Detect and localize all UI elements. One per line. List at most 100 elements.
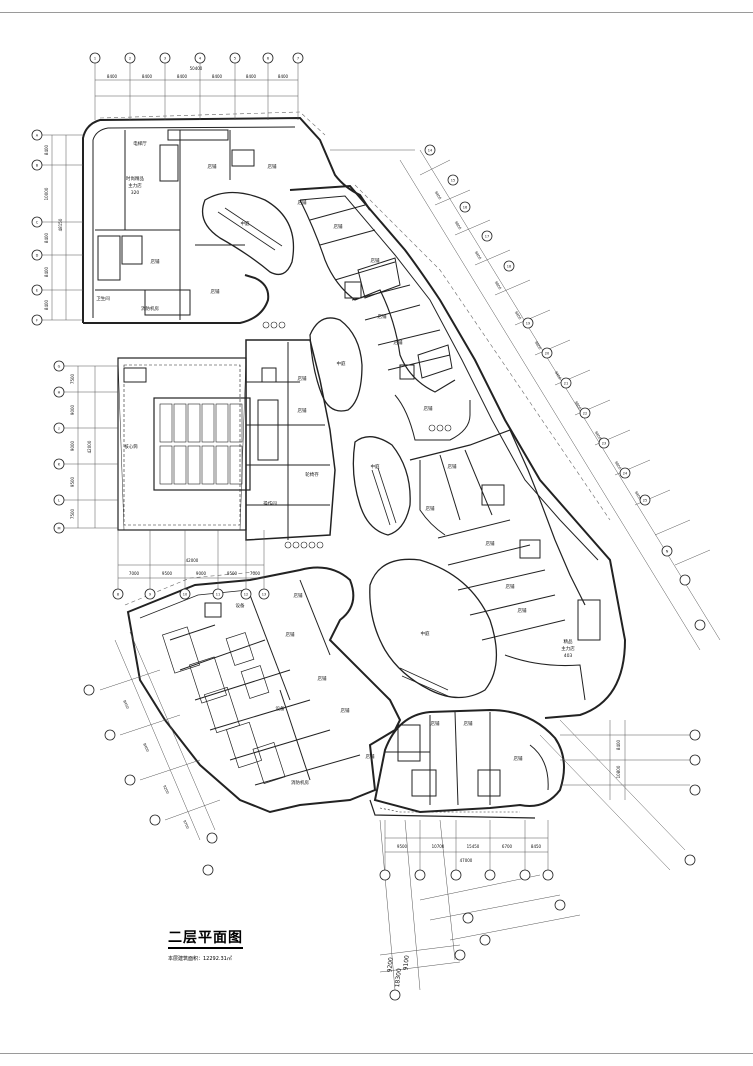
- dimension-east-diag: 9800: [454, 221, 463, 231]
- room-label: 店铺: [366, 753, 375, 760]
- dimension-east-diag: 9400: [514, 311, 523, 321]
- room-label: 时尚精品: [126, 175, 144, 182]
- dimension-left: 8400: [44, 144, 49, 155]
- dimension-east: 8400: [616, 739, 621, 750]
- room-label: 店铺: [211, 288, 220, 295]
- dimension-east-diag: 9400: [594, 431, 603, 441]
- axis-label: G: [58, 365, 61, 369]
- area-note: 本层建筑面积：12292.31㎡: [168, 956, 232, 962]
- room-label: 店铺: [334, 223, 343, 230]
- dimension-span: 6700: [502, 844, 513, 849]
- axis-label: 5: [234, 57, 236, 61]
- room-label: 店铺: [341, 707, 350, 714]
- dimension-overall-bottom: 47000: [460, 858, 473, 863]
- axis-label: 20: [545, 352, 549, 356]
- dimension-c-vertical: 9000: [70, 404, 75, 415]
- room-label: 320: [131, 190, 140, 196]
- room-label: 店铺: [426, 505, 435, 512]
- dimension-east-diag: 9800: [534, 341, 543, 351]
- axis-label: 24: [623, 472, 628, 476]
- dimension-c-vertical: 7500: [70, 373, 75, 384]
- dimension-span: 8400: [278, 74, 289, 79]
- dimension-span: 8400: [212, 74, 223, 79]
- axis-label: 13: [262, 593, 266, 597]
- dimension-overall-c: 42000: [186, 558, 199, 563]
- room-label: 消防机房: [291, 779, 309, 786]
- room-label: 设备: [236, 602, 245, 609]
- axis-label: E: [36, 289, 38, 293]
- axis-label: 25: [643, 499, 647, 503]
- axis-label: B: [36, 164, 39, 168]
- axis-label: 10: [183, 593, 187, 597]
- room-label: 设备: [276, 705, 285, 712]
- dimension-south: 9100: [402, 955, 411, 971]
- bottom-border-line: [0, 1053, 753, 1054]
- axis-label: 2: [129, 57, 131, 61]
- dimension-east-diag: 9800: [614, 461, 623, 471]
- axis-label: 21: [564, 382, 568, 386]
- dimension-span: 9000: [196, 571, 207, 576]
- room-label: 店铺: [298, 199, 307, 206]
- axis-label: 11: [216, 593, 220, 597]
- room-label: 卫生间: [96, 295, 110, 302]
- room-label: 店铺: [394, 339, 403, 346]
- axis-label: 3: [164, 57, 166, 61]
- room-label: 操作间: [263, 500, 277, 507]
- room-label: 中庭: [241, 220, 250, 227]
- axis-label: 19: [526, 322, 530, 326]
- room-label: 店铺: [518, 607, 527, 614]
- dimension-left: 8400: [44, 266, 49, 277]
- room-label: 店铺: [506, 583, 515, 590]
- dimension-east: 10800: [616, 765, 621, 778]
- room-label: 店铺: [208, 163, 217, 170]
- room-label: 中庭: [371, 463, 380, 470]
- dimension-east-diag: 9800: [574, 401, 583, 411]
- dimension-c-vertical-overall: 42000: [87, 440, 92, 453]
- axis-label: 9: [149, 593, 151, 597]
- dimension-span: 8400: [107, 74, 118, 79]
- dimension-east-diag: 9400: [634, 491, 643, 501]
- dimension-span: 15450: [467, 844, 480, 849]
- room-label: 店铺: [298, 375, 307, 382]
- axis-label: A: [36, 134, 39, 138]
- axis-label: 4: [199, 57, 202, 61]
- dimension-left: 8400: [44, 299, 49, 310]
- axis-label: 18: [507, 265, 511, 269]
- dimension-east-diag: 9400: [434, 191, 443, 201]
- room-label: 中庭: [337, 360, 346, 367]
- dimension-east-diag: 9400: [474, 251, 483, 261]
- dimension-west-diag: 8400: [142, 743, 150, 754]
- room-label: 店铺: [431, 720, 440, 727]
- axis-label: 14: [428, 149, 433, 153]
- room-label: 主力店: [128, 182, 142, 189]
- room-label: 店铺: [151, 258, 160, 265]
- dimension-left-overall: 48150: [58, 218, 63, 231]
- room-label: 店铺: [448, 463, 457, 470]
- room-label: 店铺: [298, 407, 307, 414]
- axis-label: J: [57, 427, 59, 431]
- dimension-c-vertical: 9000: [70, 440, 75, 451]
- dimension-west-diag: 9200: [162, 785, 170, 796]
- axis-label: 16: [463, 206, 467, 210]
- room-label: 店铺: [424, 405, 433, 412]
- dimension-east-diag: 9800: [494, 281, 503, 291]
- room-label: 店铺: [371, 257, 380, 264]
- axis-label: 1: [94, 57, 96, 61]
- axis-label: K: [58, 463, 61, 467]
- room-label: 中庭: [421, 630, 430, 637]
- axis-label: C: [36, 221, 39, 225]
- axis-label: L: [58, 499, 60, 503]
- axis-label: 8: [117, 593, 119, 597]
- room-label: 店铺: [378, 313, 387, 320]
- dimension-span: 9500: [397, 844, 408, 849]
- room-label: 主力店: [561, 645, 575, 652]
- dimension-west-diag: 9700: [182, 820, 190, 831]
- dimension-south-overall: 18300: [394, 968, 403, 988]
- axis-label: D: [36, 254, 39, 258]
- dimension-span: 10700: [432, 844, 445, 849]
- dimension-c-vertical: 9500: [70, 476, 75, 487]
- dimension-left: 10000: [44, 187, 49, 200]
- room-label: 店铺: [294, 592, 303, 599]
- drawing-title: 二层平面图: [168, 930, 243, 949]
